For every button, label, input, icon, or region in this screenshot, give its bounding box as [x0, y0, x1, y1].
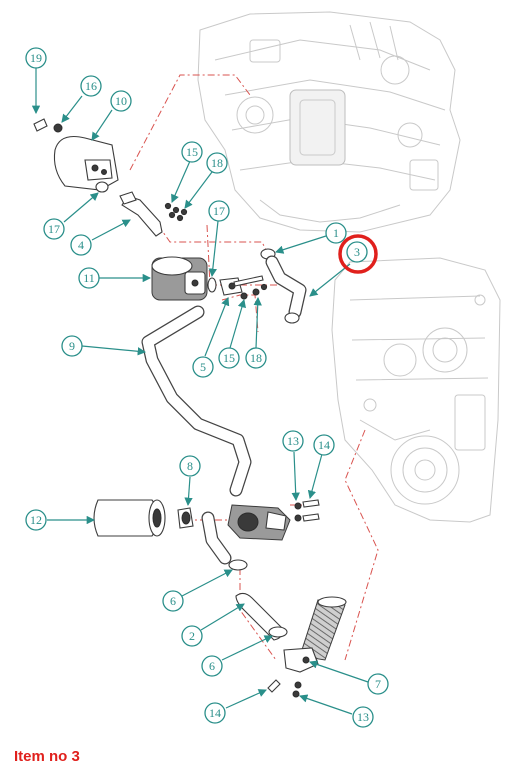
svg-text:13: 13 — [287, 434, 299, 448]
part-17-oring-top — [95, 181, 109, 193]
callout-12: 12 — [25, 509, 47, 531]
svg-text:17: 17 — [48, 222, 60, 236]
part-19-bolt — [33, 118, 48, 132]
part-13-14-bolts-mid — [294, 499, 320, 522]
part-8-adapter — [177, 507, 194, 529]
svg-text:15: 15 — [223, 351, 235, 365]
callout-2: 2 — [181, 625, 203, 647]
part-4-pipe-bracket — [119, 191, 163, 237]
svg-text:17: 17 — [213, 204, 225, 218]
svg-text:7: 7 — [375, 677, 381, 691]
svg-text:12: 12 — [30, 513, 42, 527]
callout-13-bottom: 13 — [352, 706, 374, 728]
engine-block-illustration — [197, 11, 461, 233]
callout-5: 5 — [192, 356, 214, 378]
svg-text:13: 13 — [357, 710, 369, 724]
callout-18-mid: 18 — [245, 347, 267, 369]
part-6-clamp-upper — [228, 559, 248, 571]
callout-13-mid: 13 — [282, 430, 304, 452]
callout-15-top: 15 — [181, 141, 203, 163]
part-15-18-screws-mid — [233, 275, 268, 300]
callout-8: 8 — [179, 455, 201, 477]
callout-11: 11 — [78, 267, 100, 289]
part-12-filter-element — [93, 499, 166, 537]
part-13-14-bolts-bottom — [267, 679, 302, 698]
item-caption: Item no 3 — [14, 748, 80, 765]
svg-text:9: 9 — [69, 339, 75, 353]
svg-text:18: 18 — [211, 156, 223, 170]
part-7-strainer — [283, 596, 347, 673]
part-3-elbow-hose — [265, 255, 307, 324]
part-16-nut — [53, 123, 63, 133]
part-6-clamp-lower — [268, 626, 288, 638]
gear-housing-illustration — [331, 257, 501, 523]
callout-15-mid: 15 — [218, 347, 240, 369]
svg-text:15: 15 — [186, 145, 198, 159]
svg-text:11: 11 — [83, 271, 95, 285]
svg-text:14: 14 — [209, 706, 221, 720]
callout-18-top: 18 — [206, 152, 228, 174]
part-17-oring-pump — [207, 277, 217, 293]
part-9-suction-pipe — [141, 305, 252, 497]
svg-text:4: 4 — [78, 238, 84, 252]
callout-9: 9 — [61, 335, 83, 357]
callout-17-center: 17 — [208, 200, 230, 222]
svg-text:14: 14 — [318, 438, 330, 452]
svg-text:8: 8 — [187, 459, 193, 473]
part-15-18-screws-top — [164, 202, 188, 222]
svg-text:18: 18 — [250, 351, 262, 365]
callout-14-bottom: 14 — [204, 702, 226, 724]
svg-text:19: 19 — [30, 51, 42, 65]
part-11-hydraulic-pump — [151, 256, 208, 301]
highlight-ring — [338, 234, 378, 274]
leader-lines — [31, 68, 369, 715]
callout-3-highlighted[interactable]: 3 — [338, 234, 378, 274]
callout-19: 19 — [25, 47, 47, 69]
callout-17-left: 17 — [43, 218, 65, 240]
callout-4: 4 — [70, 234, 92, 256]
svg-text:16: 16 — [85, 79, 97, 93]
svg-text:1: 1 — [333, 226, 339, 240]
callout-16: 16 — [80, 75, 102, 97]
callout-1: 1 — [325, 222, 347, 244]
filter-housing — [201, 504, 291, 565]
callout-6-lower: 6 — [201, 655, 223, 677]
callout-6-upper: 6 — [162, 590, 184, 612]
callout-7: 7 — [367, 673, 389, 695]
svg-text:3: 3 — [354, 245, 360, 259]
svg-text:5: 5 — [200, 360, 206, 374]
svg-text:2: 2 — [189, 629, 195, 643]
part-10-pump-housing — [53, 135, 119, 191]
callout-10: 10 — [110, 90, 132, 112]
svg-text:10: 10 — [115, 94, 127, 108]
svg-text:6: 6 — [170, 594, 176, 608]
svg-text:6: 6 — [209, 659, 215, 673]
callout-14-mid: 14 — [313, 434, 335, 456]
